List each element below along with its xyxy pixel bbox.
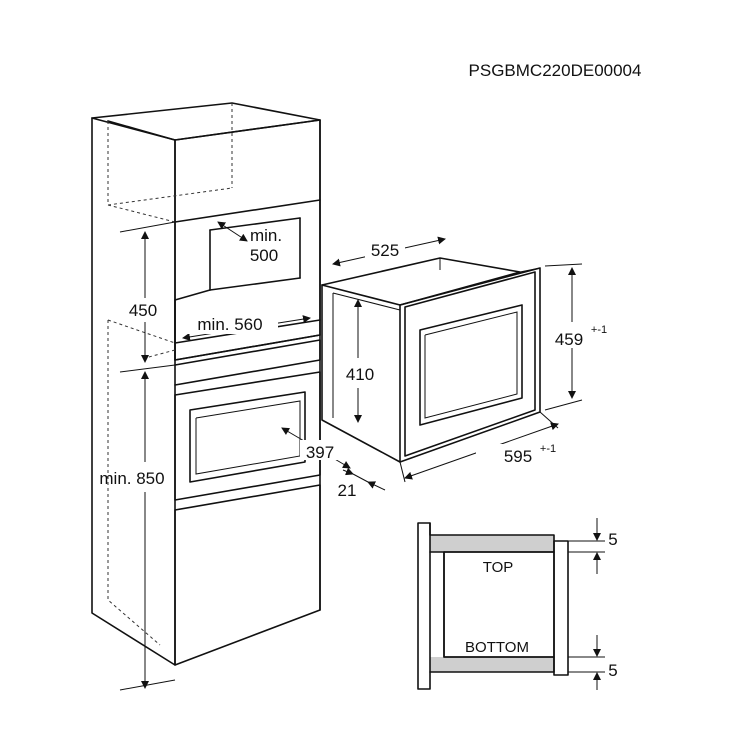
label-397: 397 [306, 443, 334, 462]
label-459-tol: +-1 [591, 324, 607, 336]
label-595-tol: +-1 [540, 443, 556, 455]
label-450: 450 [129, 301, 157, 320]
label-min-560: min. 560 [197, 315, 262, 334]
label-595: 595 [504, 447, 532, 466]
label-525: 525 [371, 241, 399, 260]
label-top: TOP [483, 559, 514, 576]
dim-frame-depth: 21 [338, 467, 386, 500]
dim-appliance-height: 459 +-1 [544, 263, 607, 411]
dim-niche-width: min. 560 [182, 312, 311, 341]
label-gap-bottom: 5 [608, 661, 617, 680]
label-gap-top: 5 [608, 530, 617, 549]
dim-body-height: 410 [346, 299, 374, 423]
diagram-code: PSGBMC220DE00004 [469, 61, 642, 80]
dim-niche-height: 450 [119, 221, 176, 363]
dim-cabinet-height: min. 850 [99, 364, 176, 691]
detail-view: TOP BOTTOM 5 5 [417, 518, 618, 690]
label-500: 500 [250, 246, 278, 265]
label-21: 21 [338, 481, 357, 500]
dim-appliance-width: 595 +-1 [399, 411, 559, 483]
dim-niche-depth: min. 500 [217, 221, 282, 265]
dim-body-width: 397 [281, 427, 351, 469]
label-min-850: min. 850 [99, 469, 164, 488]
label-459: 459 [555, 330, 583, 349]
appliance [321, 257, 541, 463]
dim-appliance-depth: 525 [332, 236, 446, 267]
label-410: 410 [346, 365, 374, 384]
label-bottom: BOTTOM [465, 639, 529, 656]
tall-cabinet [91, 102, 321, 666]
label-min: min. [250, 226, 282, 245]
